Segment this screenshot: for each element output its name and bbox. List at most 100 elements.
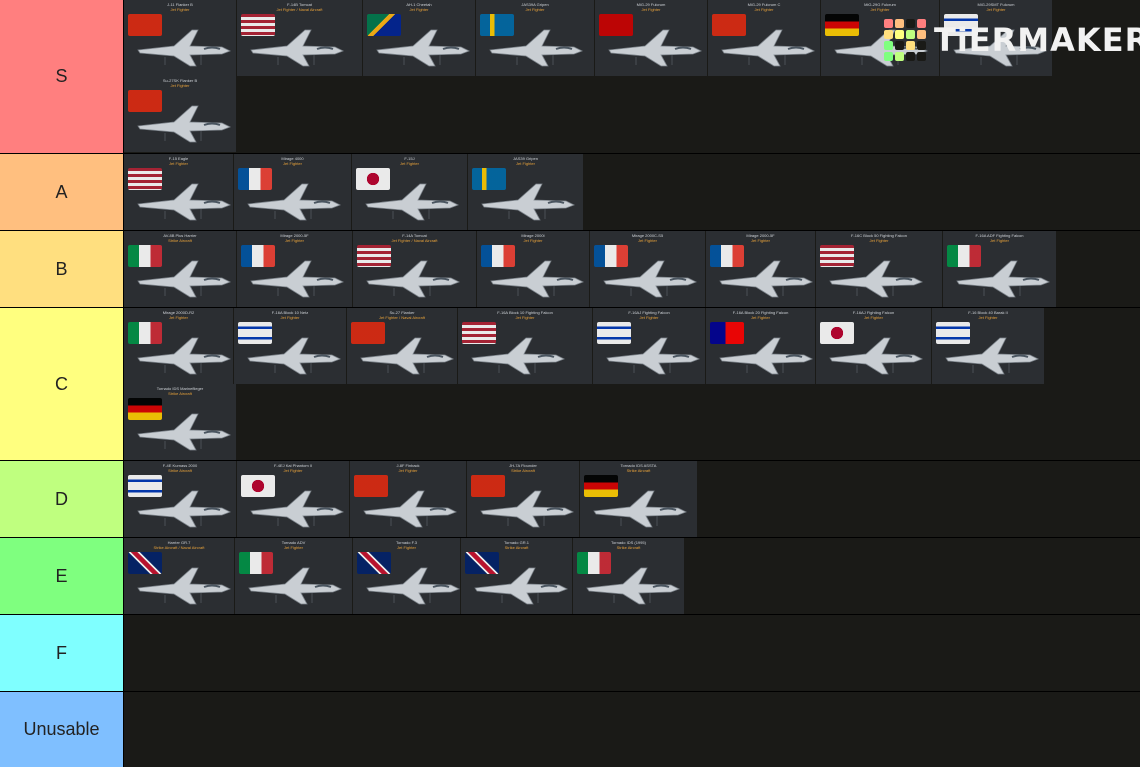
vehicle-name: F-4E Kurnass 2000	[162, 463, 198, 468]
jet-aircraft-icon	[363, 490, 457, 528]
jet-aircraft-icon	[829, 260, 923, 298]
vehicle-name: Su-27SK Flanker B	[162, 78, 198, 83]
tier-label-d[interactable]: D	[0, 461, 124, 537]
china-flag-icon	[354, 475, 388, 497]
vehicle-name: Mirage 4000	[281, 156, 304, 161]
tier-label-e[interactable]: E	[0, 538, 124, 614]
vehicle-name: J-11 Flanker B	[167, 2, 193, 7]
taiwan-flag-icon	[710, 322, 744, 344]
israel-flag-icon	[944, 14, 978, 36]
jet-aircraft-icon	[250, 490, 344, 528]
israel-flag-icon	[128, 475, 162, 497]
jet-aircraft-icon	[490, 260, 584, 298]
tier-items-unusable[interactable]	[124, 692, 1140, 767]
south-africa-flag-icon	[367, 14, 401, 36]
jet-aircraft-icon	[945, 337, 1039, 375]
vehicle-role: Jet Fighter	[641, 7, 661, 12]
vehicle-role: Strike Aircraft	[504, 545, 529, 550]
sweden-flag-icon	[472, 168, 506, 190]
vehicle-role: Jet Fighter	[525, 7, 545, 12]
tier-items-f[interactable]	[124, 615, 1140, 691]
tier-label-s[interactable]: S	[0, 0, 124, 153]
vehicle-name: Tornado IDS (1995)	[611, 540, 646, 545]
tier-label-unusable[interactable]: Unusable	[0, 692, 124, 767]
jet-aircraft-icon	[829, 337, 923, 375]
tier-label-b[interactable]: B	[0, 231, 124, 307]
china-flag-icon	[712, 14, 746, 36]
tier-label-a[interactable]: A	[0, 154, 124, 230]
jet-aircraft-icon	[247, 337, 341, 375]
jet-aircraft-icon	[721, 29, 815, 67]
france-flag-icon	[241, 245, 275, 267]
tier-label-f[interactable]: F	[0, 615, 124, 691]
jet-aircraft-icon	[137, 413, 231, 451]
tier-label-c[interactable]: C	[0, 308, 124, 460]
jet-aircraft-icon	[366, 567, 460, 605]
vehicle-card[interactable]: Tornado IDS (1995)Strike Aircraft	[573, 538, 685, 614]
jet-aircraft-icon	[137, 29, 231, 67]
jet-aircraft-icon	[250, 260, 344, 298]
vehicle-role: Jet Fighter	[280, 315, 300, 320]
vehicle-role: Jet Fighter	[397, 545, 416, 550]
vehicle-name: Mirage 2000I	[521, 233, 545, 238]
jet-aircraft-icon	[247, 183, 341, 221]
vehicle-role: Jet Fighter	[285, 238, 304, 243]
vehicle-role: Jet Fighter	[986, 7, 1006, 12]
jet-aircraft-icon	[137, 260, 231, 298]
jet-aircraft-icon	[474, 567, 568, 605]
vehicle-role: Strike Aircraft	[616, 545, 641, 550]
vehicle-role: Jet Fighter / Naval Aircraft	[378, 315, 425, 320]
jet-aircraft-icon	[956, 260, 1050, 298]
jet-aircraft-icon	[481, 183, 575, 221]
vehicle-name: F-14A Tomcat	[402, 233, 427, 238]
usa-flag-icon	[820, 245, 854, 267]
